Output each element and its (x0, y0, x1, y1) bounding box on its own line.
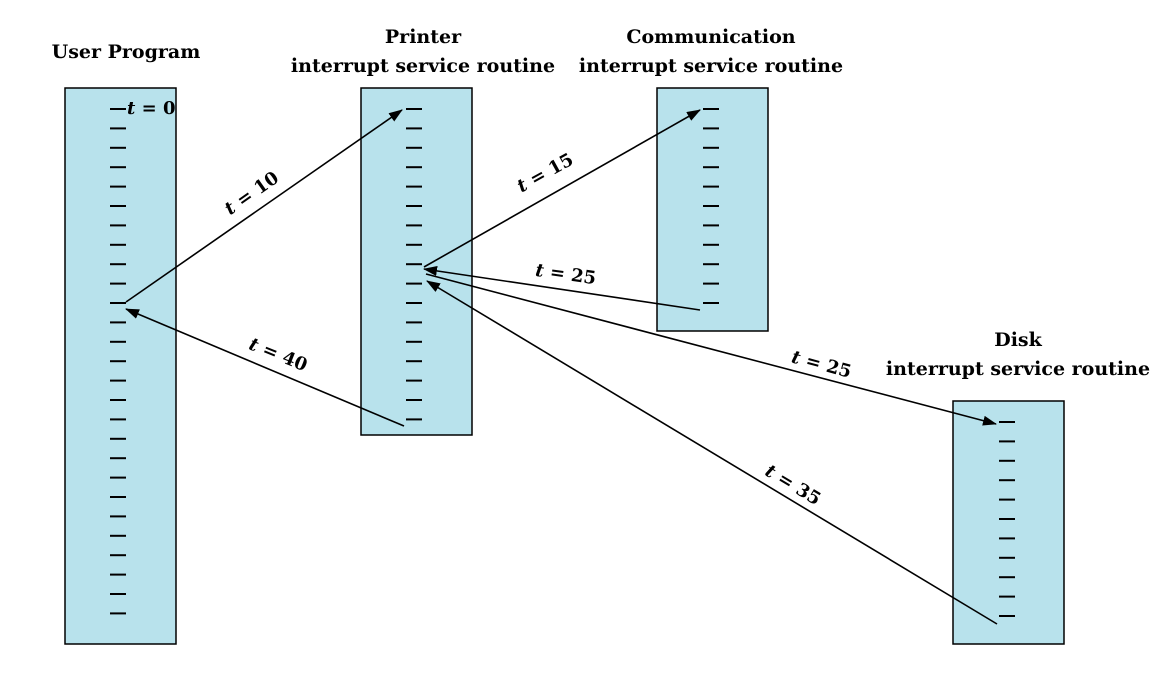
user-column (64, 87, 177, 645)
disk-title-line: Disk (994, 329, 1042, 351)
printer-column (360, 87, 473, 436)
user-title-line: User Program (52, 41, 201, 63)
comm-title-line: Communication (626, 26, 795, 48)
transition-label-t40: t = 40 (246, 334, 310, 376)
transition-label-t15: t = 15 (514, 149, 578, 197)
comm-title-line: interrupt service routine (579, 55, 843, 77)
transition-arrow-t25a (423, 265, 701, 311)
transition-label-t35: t = 35 (761, 461, 824, 510)
start-time-label: t = 0 (127, 98, 175, 119)
transition-arrow-t40 (125, 308, 405, 427)
comm-column (656, 87, 769, 332)
transition-arrow-t35 (426, 280, 998, 625)
disk-title-line: interrupt service routine (886, 358, 1150, 380)
disk-column (952, 400, 1065, 645)
transition-arrow-t15 (423, 109, 701, 268)
user-routine-box (64, 87, 177, 645)
transition-label-t10: t = 10 (221, 167, 283, 219)
printer-title-line: interrupt service routine (291, 55, 555, 77)
transition-arrow-t25b (425, 273, 997, 426)
printer-routine-box (360, 87, 473, 436)
printer-title-line: Printer (385, 26, 462, 48)
transition-arrow-t10 (125, 109, 403, 303)
transition-label-t25a: t = 25 (534, 260, 597, 289)
